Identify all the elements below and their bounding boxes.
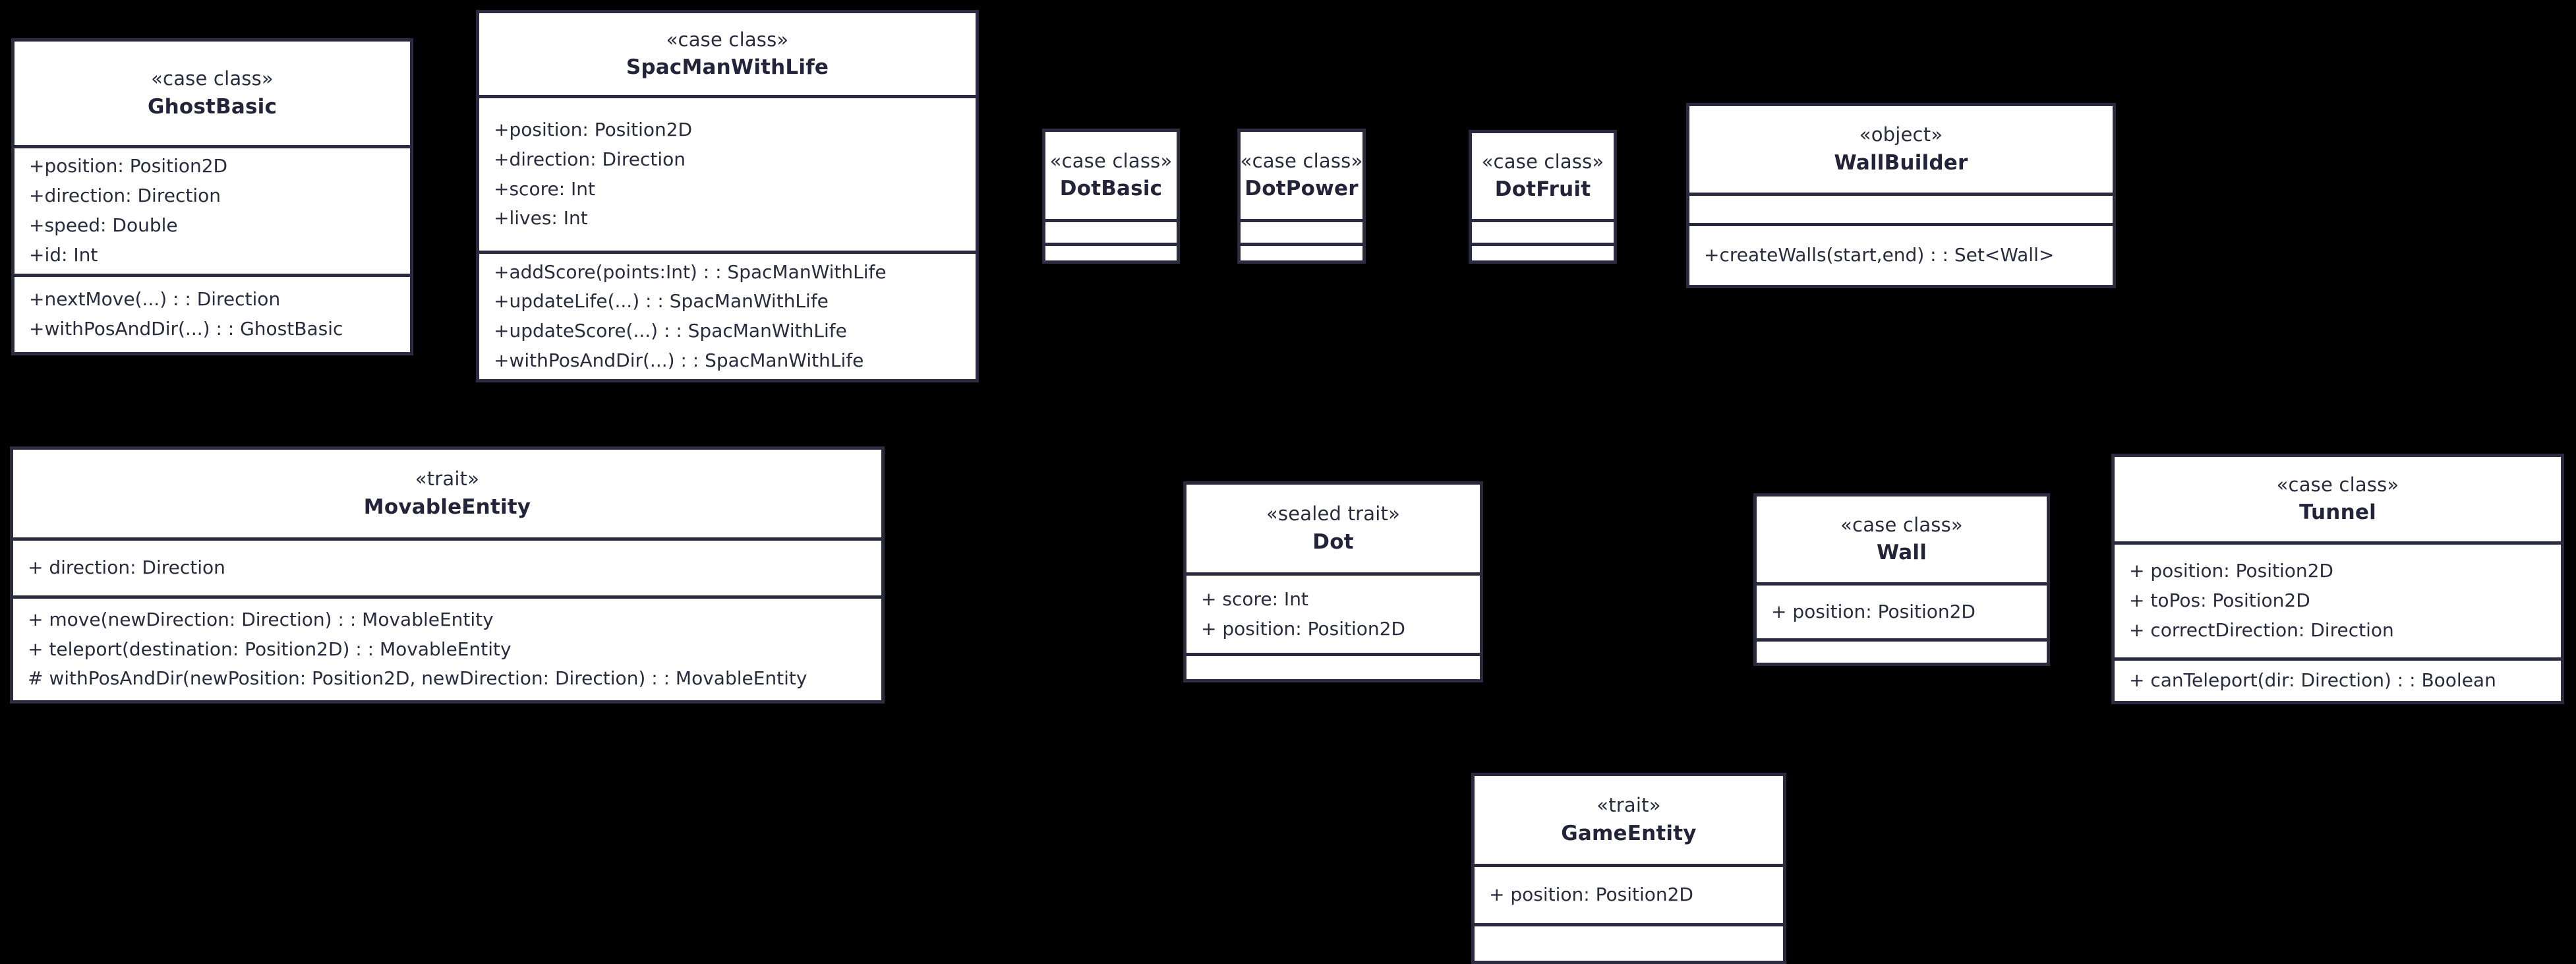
class-header-dotfruit: «case class» DotFruit — [1472, 133, 1614, 219]
operation-row: + move(newDirection: Direction) : : Mova… — [28, 608, 494, 630]
operation-row: +withPosAndDir(...) : : GhostBasic — [29, 318, 343, 340]
class-attributes-gameentity: + position: Position2D — [1475, 864, 1783, 923]
class-box-wallbuilder[interactable]: «object» WallBuilder +createWalls(start,… — [1686, 103, 2116, 288]
class-box-dotbasic[interactable]: «case class» DotBasic — [1042, 129, 1180, 264]
class-stereotype: «case class» — [2276, 473, 2399, 496]
class-header-gameentity: «trait» GameEntity — [1475, 776, 1783, 864]
class-header-wallbuilder: «object» WallBuilder — [1689, 106, 2113, 193]
attribute-row: +speed: Double — [29, 214, 178, 236]
class-stereotype: «case class» — [1840, 513, 1963, 536]
attribute-row: +score: Int — [494, 177, 596, 200]
operation-row: +updateScore(...) : : SpacManWithLife — [494, 320, 847, 342]
class-stereotype: «trait» — [1596, 794, 1661, 817]
attribute-row: +direction: Direction — [494, 148, 686, 170]
class-box-ghostbasic[interactable]: «case class» GhostBasic +position: Posit… — [11, 38, 413, 355]
class-name: GhostBasic — [147, 94, 278, 119]
attribute-row: +position: Position2D — [494, 119, 693, 141]
class-operations-dotbasic — [1045, 243, 1177, 260]
class-header-wall: «case class» Wall — [1757, 497, 2047, 582]
class-operations-wallbuilder: +createWalls(start,end) : : Set<Wall> — [1689, 223, 2113, 285]
class-header-tunnel: «case class» Tunnel — [2115, 457, 2561, 541]
class-attributes-dotbasic — [1045, 219, 1177, 243]
attribute-row: +lives: Int — [494, 207, 588, 229]
class-attributes-movableentity: + direction: Direction — [13, 537, 881, 595]
class-name: Wall — [1876, 541, 1927, 565]
class-operations-spacmanwithlife: +addScore(points:Int) : : SpacManWithLif… — [479, 251, 976, 379]
attribute-row: + direction: Direction — [28, 557, 225, 579]
class-stereotype: «trait» — [415, 467, 480, 491]
class-attributes-dotpower — [1241, 219, 1362, 243]
class-attributes-wallbuilder — [1689, 193, 2113, 223]
operation-row: +addScore(points:Int) : : SpacManWithLif… — [494, 260, 887, 283]
attribute-row: +position: Position2D — [29, 155, 228, 177]
class-header-dot: «sealed trait» Dot — [1186, 485, 1480, 572]
class-header-spacmanwithlife: «case class» SpacManWithLife — [479, 13, 976, 95]
class-attributes-tunnel: + position: Position2D + toPos: Position… — [2115, 541, 2561, 657]
class-box-dotpower[interactable]: «case class» DotPower — [1237, 129, 1366, 264]
class-operations-movableentity: + move(newDirection: Direction) : : Mova… — [13, 595, 881, 700]
attribute-row: + position: Position2D — [1771, 600, 1976, 622]
class-attributes-ghostbasic: +position: Position2D +direction: Direct… — [15, 145, 410, 274]
class-name: DotBasic — [1059, 177, 1163, 201]
attribute-row: +direction: Direction — [29, 185, 221, 207]
class-operations-wall — [1757, 638, 2047, 663]
attribute-row: +id: Int — [29, 243, 98, 266]
attribute-row: + toPos: Position2D — [2129, 589, 2310, 612]
class-stereotype: «case class» — [151, 67, 274, 90]
class-name: Dot — [1312, 529, 1354, 554]
class-operations-dotfruit — [1472, 243, 1614, 260]
class-name: GameEntity — [1561, 821, 1697, 845]
attribute-row: + correctDirection: Direction — [2129, 618, 2394, 641]
class-name: WallBuilder — [1834, 150, 1968, 175]
class-operations-ghostbasic: +nextMove(...) : : Direction +withPosAnd… — [15, 274, 410, 352]
operation-row: +createWalls(start,end) : : Set<Wall> — [1704, 244, 2055, 266]
class-operations-tunnel: + canTeleport(dir: Direction) : : Boolea… — [2115, 657, 2561, 701]
class-box-dotfruit[interactable]: «case class» DotFruit — [1469, 130, 1617, 264]
class-stereotype: «object» — [1859, 123, 1943, 146]
operation-row: + canTeleport(dir: Direction) : : Boolea… — [2129, 669, 2496, 692]
operation-row: # withPosAndDir(newPosition: Position2D,… — [28, 667, 807, 690]
operation-row: +withPosAndDir(...) : : SpacManWithLife — [494, 349, 864, 371]
class-stereotype: «case class» — [1481, 150, 1604, 173]
class-operations-gameentity — [1475, 923, 1783, 961]
class-name: DotPower — [1244, 177, 1359, 201]
class-box-movableentity[interactable]: «trait» MovableEntity + direction: Direc… — [10, 446, 885, 704]
class-stereotype: «case class» — [666, 28, 789, 51]
class-box-wall[interactable]: «case class» Wall + position: Position2D — [1753, 493, 2050, 666]
class-stereotype: «sealed trait» — [1266, 502, 1401, 526]
class-name: DotFruit — [1494, 177, 1591, 202]
class-attributes-dotfruit — [1472, 219, 1614, 243]
class-header-dotbasic: «case class» DotBasic — [1045, 132, 1177, 219]
class-box-dot[interactable]: «sealed trait» Dot + score: Int + positi… — [1183, 481, 1483, 682]
class-stereotype: «case class» — [1241, 149, 1362, 172]
operation-row: +nextMove(...) : : Direction — [29, 288, 281, 311]
class-attributes-spacmanwithlife: +position: Position2D +direction: Direct… — [479, 95, 976, 251]
attribute-row: + position: Position2D — [2129, 560, 2333, 582]
class-box-tunnel[interactable]: «case class» Tunnel + position: Position… — [2111, 454, 2564, 704]
class-attributes-dot: + score: Int + position: Position2D — [1186, 572, 1480, 653]
attribute-row: + score: Int — [1201, 587, 1308, 610]
class-header-ghostbasic: «case class» GhostBasic — [15, 42, 410, 145]
class-attributes-wall: + position: Position2D — [1757, 582, 2047, 638]
class-header-movableentity: «trait» MovableEntity — [13, 450, 881, 537]
class-name: Tunnel — [2299, 500, 2376, 525]
class-name: SpacManWithLife — [626, 55, 829, 80]
class-operations-dotpower — [1241, 243, 1362, 260]
class-header-dotpower: «case class» DotPower — [1241, 132, 1362, 219]
attribute-row: + position: Position2D — [1489, 884, 1693, 906]
operation-row: + teleport(destination: Position2D) : : … — [28, 638, 512, 660]
class-stereotype: «case class» — [1049, 149, 1173, 172]
class-box-spacmanwithlife[interactable]: «case class» SpacManWithLife +position: … — [476, 10, 979, 382]
operation-row: +updateLife(...) : : SpacManWithLife — [494, 290, 829, 313]
class-box-gameentity[interactable]: «trait» GameEntity + position: Position2… — [1471, 773, 1786, 964]
class-operations-dot — [1186, 653, 1480, 679]
class-name: MovableEntity — [363, 495, 531, 519]
attribute-row: + position: Position2D — [1201, 617, 1405, 640]
